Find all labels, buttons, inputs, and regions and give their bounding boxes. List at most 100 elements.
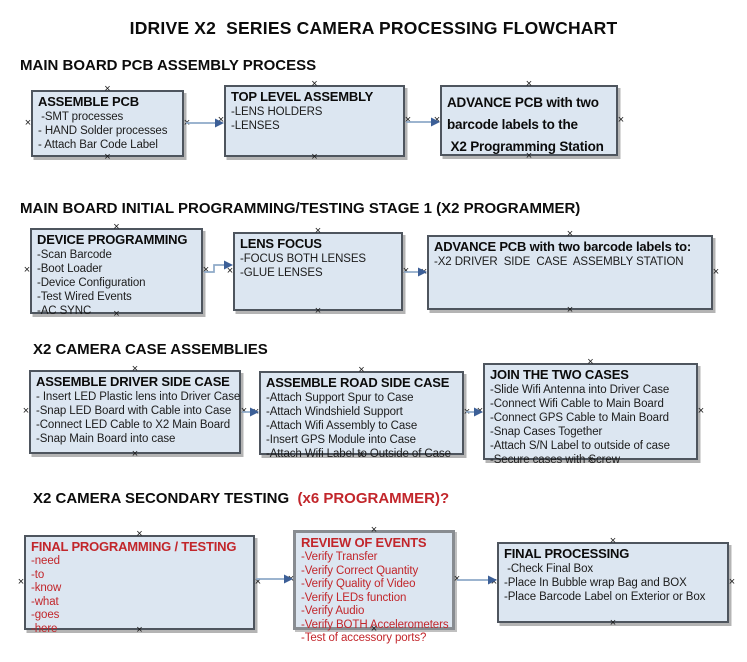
- box-step: -Secure cases with Screw: [490, 454, 620, 466]
- anchor-x-icon: ×: [609, 617, 617, 629]
- anchor-x-icon: ×: [24, 116, 32, 129]
- anchor-x-icon: ×: [240, 405, 248, 417]
- anchor-x-icon: ×: [311, 151, 318, 163]
- anchor-x-icon: ×: [202, 264, 210, 276]
- anchor-x-icon: ×: [433, 113, 441, 126]
- anchor-x-icon: ×: [254, 575, 262, 588]
- anchor-x-icon: ×: [490, 575, 498, 588]
- box-title: ASSEMBLE DRIVER SIDE CASE: [36, 374, 230, 389]
- flow-box-assemble-road-side-case[interactable]: ASSEMBLE ROAD SIDE CASE -Attach Support …: [253, 365, 470, 461]
- box-step: -Scan Barcode: [37, 249, 112, 261]
- connector-final-programming-to-review[interactable]: [256, 574, 293, 584]
- box-title: ASSEMBLE ROAD SIDE CASE: [266, 375, 450, 390]
- box-step: -Connect LED Cable to X2 Main Board: [36, 419, 231, 431]
- box-step: -Place Barcode Label on Exterior or Box: [504, 591, 706, 603]
- anchor-x-icon: ×: [476, 404, 484, 417]
- box-step: - Attach Bar Code Label: [38, 139, 158, 151]
- anchor-x-icon: ×: [404, 114, 412, 126]
- box-step: -SMT processes: [38, 111, 124, 123]
- flow-box-final-processing[interactable]: FINAL PROCESSING -Check Final Box -Place…: [491, 536, 735, 629]
- box-step: -Connect Wifi Cable to Main Board: [490, 398, 664, 410]
- section-header-pcb-assembly: MAIN BOARD PCB ASSEMBLY PROCESS: [20, 57, 317, 74]
- flow-box-advance-pcb-programming-station[interactable]: ADVANCE PCB with two barcode labels to t…: [434, 79, 624, 162]
- box-title: FINAL PROGRAMMING / TESTING: [31, 539, 237, 554]
- box-step: -LENSES: [231, 120, 280, 132]
- box-step: -GLUE LENSES: [240, 267, 323, 279]
- box-step: -X2 DRIVER SIDE CASE ASSEMBLY STATION: [434, 256, 684, 268]
- box-title: REVIEW OF EVENTS: [301, 535, 427, 550]
- box-step: -Attach Support Spur to Case: [266, 392, 414, 404]
- box-step: -Attach Windshield Support: [266, 406, 403, 418]
- box-step: - HAND Solder processes: [38, 125, 168, 137]
- section-header-secondary-testing-text: X2 CAMERA SECONDARY TESTING: [33, 490, 294, 507]
- connector-review-to-final-processing[interactable]: [457, 575, 497, 585]
- flow-box-assemble-pcb[interactable]: ASSEMBLE PCB -SMT processes - HAND Solde…: [25, 84, 190, 163]
- anchor-x-icon: ×: [420, 265, 428, 278]
- box-step: -Snap LED Board with Cable into Case: [36, 405, 232, 417]
- flow-box-review-of-events[interactable]: REVIEW OF EVENTS -Verify Transfer -Verif…: [288, 525, 460, 645]
- section-header-secondary-testing: X2 CAMERA SECONDARY TESTING (x6 PROGRAMM…: [33, 490, 449, 507]
- connector-driver-case-to-road-case[interactable]: [242, 407, 259, 417]
- anchor-x-icon: ×: [183, 116, 191, 129]
- flow-box-final-programming-testing[interactable]: FINAL PROGRAMMING / TESTING -need -to -k…: [18, 529, 261, 636]
- anchor-x-icon: ×: [226, 264, 234, 277]
- box-title: LENS FOCUS: [240, 236, 322, 251]
- box-step: -Boot Loader: [37, 263, 103, 275]
- box-title: DEVICE PROGRAMMING: [37, 232, 188, 247]
- box-step: -know: [31, 582, 62, 594]
- box-step: -what: [31, 595, 59, 608]
- flow-box-join-the-two-cases[interactable]: JOIN THE TWO CASES -Slide Wifi Antenna i…: [477, 357, 704, 467]
- box-step: -Verify Transfer: [301, 551, 378, 563]
- box-step: -Test Wired Events: [37, 291, 132, 303]
- box-step: -to: [31, 568, 45, 581]
- anchor-x-icon: ×: [287, 573, 295, 585]
- flow-box-lens-focus[interactable]: LENS FOCUS -FOCUS BOTH LENSES -GLUE LENS…: [227, 226, 409, 317]
- anchor-x-icon: ×: [728, 575, 736, 588]
- box-step: -need: [31, 555, 60, 567]
- flow-box-advance-pcb-driver-side[interactable]: ADVANCE PCB with two barcode labels to: …: [421, 229, 719, 316]
- box-step: -Attach S/N Label to outside of case: [490, 440, 670, 452]
- anchor-x-icon: ×: [712, 265, 720, 278]
- anchor-x-icon: ×: [131, 448, 139, 460]
- connector-top-level-to-advance-pcb[interactable]: [406, 117, 440, 127]
- box-step: -Check Final Box: [504, 563, 594, 575]
- box-title-line: X2 Programming Station: [447, 139, 604, 154]
- box-step: -goes: [31, 609, 60, 621]
- box-step: -here: [31, 622, 58, 635]
- box-title: FINAL PROCESSING: [504, 546, 630, 561]
- connector-lens-focus-to-advance-pcb[interactable]: [404, 267, 427, 277]
- box-title: TOP LEVEL ASSEMBLY: [231, 89, 374, 104]
- flow-box-device-programming[interactable]: DEVICE PROGRAMMING -Scan Barcode -Boot L…: [24, 222, 209, 320]
- box-step: -Slide Wifi Antenna into Driver Case: [490, 384, 670, 396]
- box-step: -Snap Cases Together: [490, 426, 603, 438]
- connector-assemble-pcb-to-top-level[interactable]: [186, 118, 224, 128]
- anchor-x-icon: ×: [252, 406, 260, 418]
- box-step: -Place In Bubble wrap Bag and BOX: [504, 577, 687, 589]
- connector-road-case-to-join-cases[interactable]: [466, 407, 483, 417]
- anchor-x-icon: ×: [104, 151, 111, 163]
- box-step: -Snap Main Board into case: [36, 433, 176, 445]
- anchor-x-icon: ×: [314, 305, 322, 317]
- box-step: -Verify Quality of Video: [301, 578, 416, 590]
- page-title: IDRIVE X2 SERIES CAMERA PROCESSING FLOWC…: [129, 18, 618, 38]
- box-step: -Verify Correct Quantity: [301, 564, 419, 577]
- box-step: -Attach Wifi Assembly to Case: [266, 420, 418, 432]
- flow-box-assemble-driver-side-case[interactable]: ASSEMBLE DRIVER SIDE CASE - Insert LED P…: [23, 364, 247, 460]
- box-step: -Verify BOTH Accelerometers: [301, 618, 449, 631]
- section-header-programmer-question: (x6 PROGRAMMER)?: [293, 490, 450, 507]
- box-step: -Verify Audio: [301, 605, 365, 617]
- box-step: -Connect GPS Cable to Main Board: [490, 412, 669, 424]
- section-header-initial-programming: MAIN BOARD INITIAL PROGRAMMING/TESTING S…: [20, 200, 581, 217]
- box-title-line: barcode labels to the: [447, 117, 578, 132]
- anchor-x-icon: ×: [463, 406, 471, 418]
- box-step: -Device Configuration: [37, 277, 146, 289]
- box-step: -LENS HOLDERS: [231, 106, 323, 118]
- connector-device-programming-to-lens-focus[interactable]: [204, 260, 233, 273]
- flow-box-top-level-assembly[interactable]: TOP LEVEL ASSEMBLY -LENS HOLDERS -LENSES…: [218, 79, 411, 163]
- anchor-x-icon: ×: [217, 114, 225, 126]
- box-title: JOIN THE TWO CASES: [490, 367, 629, 382]
- box-step: -Insert GPS Module into Case: [266, 434, 416, 446]
- anchor-x-icon: ×: [617, 113, 625, 126]
- anchor-x-icon: ×: [17, 575, 25, 588]
